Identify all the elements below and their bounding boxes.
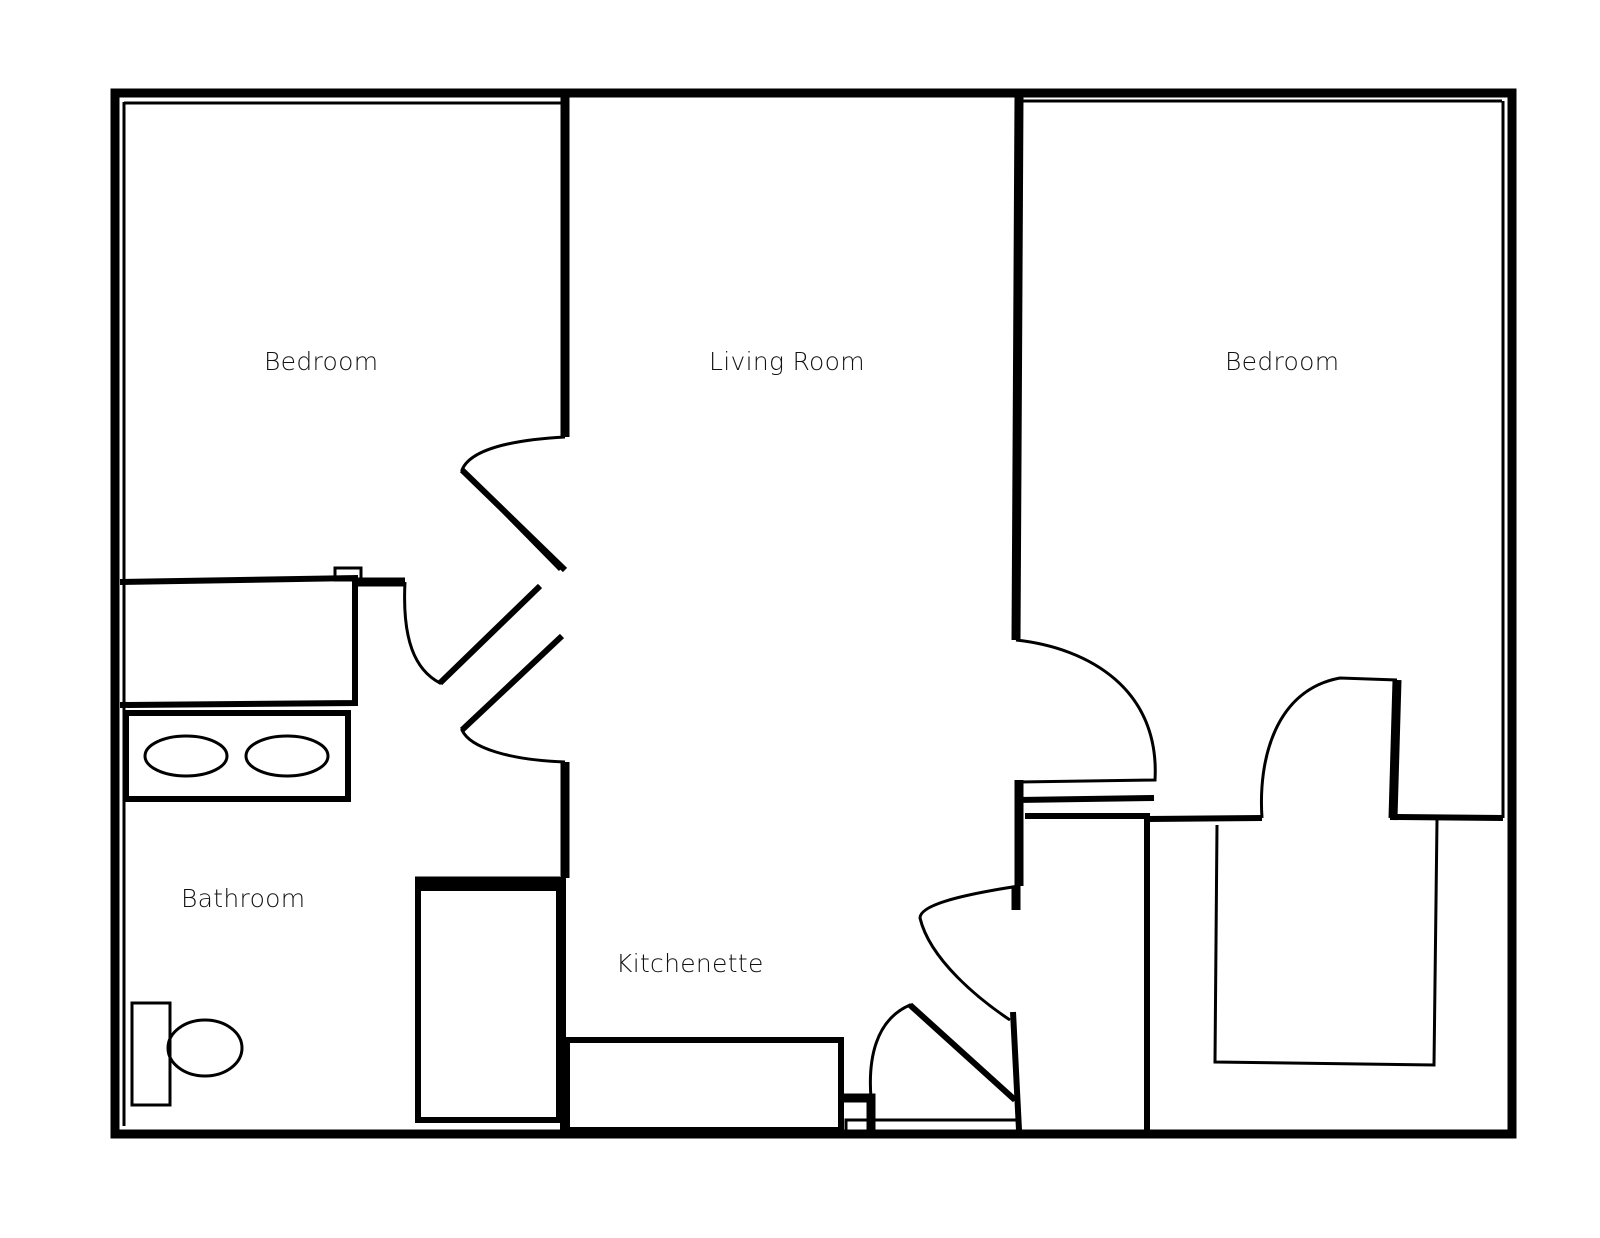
room-label-bathroom: Bathroom — [181, 884, 306, 913]
exterior-walls — [110, 88, 1517, 1139]
doors — [403, 435, 1398, 1103]
interior-walls — [119, 96, 1504, 1136]
room-label-living-room: Living Room — [709, 347, 865, 376]
room-label-bedroom-right: Bedroom — [1225, 347, 1340, 376]
room-label-kitchenette: Kitchenette — [616, 949, 764, 978]
room-label-bedroom-left: Bedroom — [264, 347, 379, 376]
